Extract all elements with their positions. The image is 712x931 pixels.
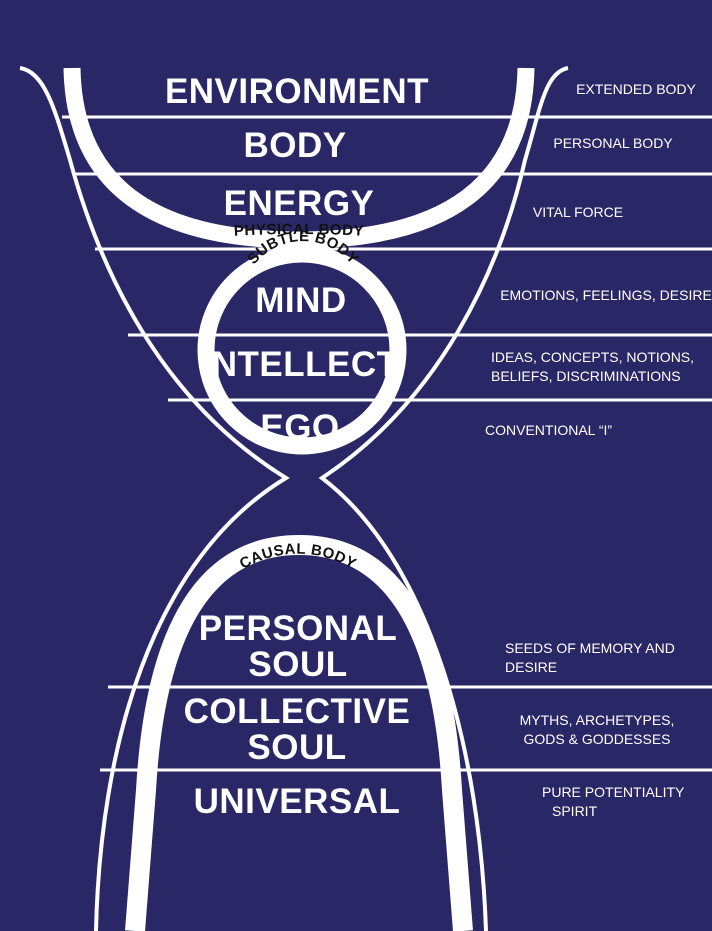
desc-ideas-line-1: IDEAS, CONCEPTS, NOTIONS,	[491, 349, 695, 365]
desc-personal-body: PERSONAL BODY	[553, 135, 673, 151]
desc-seeds-of-memory: SEEDS OF MEMORY AND DESIRE	[505, 639, 675, 677]
causal-body-arch	[125, 534, 473, 931]
desc-myths-line-2: GODS & GODDESSES	[523, 731, 671, 747]
layer-collective-line-1: COLLECTIVE	[183, 692, 411, 731]
physical-body-label: PHYSICAL BODY	[234, 221, 365, 240]
desc-myths: MYTHS, ARCHETYPES, GODS & GODDESSES	[520, 711, 675, 749]
hourglass-left-curve	[19, 66, 290, 931]
layer-dividers	[62, 115, 712, 772]
desc-seeds-line-1: SEEDS OF MEMORY AND	[505, 640, 675, 656]
layer-universal-label: UNIVERSAL	[193, 782, 401, 821]
desc-pure-line-2: SPIRIT	[552, 803, 598, 819]
layer-collective-line-2: SOUL	[247, 728, 347, 767]
layer-mind-label: MIND	[255, 281, 347, 320]
layer-personal-soul-label: PERSONAL SOUL	[199, 611, 397, 683]
hourglass-right-curve	[318, 66, 569, 931]
desc-conventional-i: CONVENTIONAL “I”	[485, 422, 613, 438]
desc-pure-line-1: PURE POTENTIALITY	[542, 784, 685, 800]
layer-personal-line-1: PERSONAL	[198, 609, 398, 648]
subtle-body-ring	[197, 245, 407, 455]
layer-collective-soul-label: COLLECTIVE SOUL	[184, 694, 411, 766]
desc-emotions: EMOTIONS, FEELINGS, DESIRE	[500, 287, 712, 303]
desc-extended-body: EXTENDED BODY	[576, 81, 696, 97]
physical-body-bowl	[63, 67, 535, 249]
layer-energy-label: ENERGY	[223, 184, 375, 223]
desc-myths-line-1: MYTHS, ARCHETYPES,	[519, 712, 675, 728]
layer-environment-label: ENVIRONMENT	[164, 72, 430, 111]
desc-seeds-line-2: DESIRE	[505, 659, 558, 675]
desc-pure-potentiality: PURE POTENTIALITY SPIRIT	[542, 783, 684, 821]
layer-intellect-label: INTELLECT	[201, 345, 399, 384]
desc-ideas-line-2: BELIEFS, DISCRIMINATIONS	[491, 368, 681, 384]
layer-ego-label: EGO	[260, 408, 340, 447]
desc-vital-force: VITAL FORCE	[532, 204, 624, 220]
desc-ideas: IDEAS, CONCEPTS, NOTIONS, BELIEFS, DISCR…	[491, 348, 694, 386]
layer-personal-line-2: SOUL	[248, 645, 348, 684]
layer-body-label: BODY	[243, 126, 347, 165]
